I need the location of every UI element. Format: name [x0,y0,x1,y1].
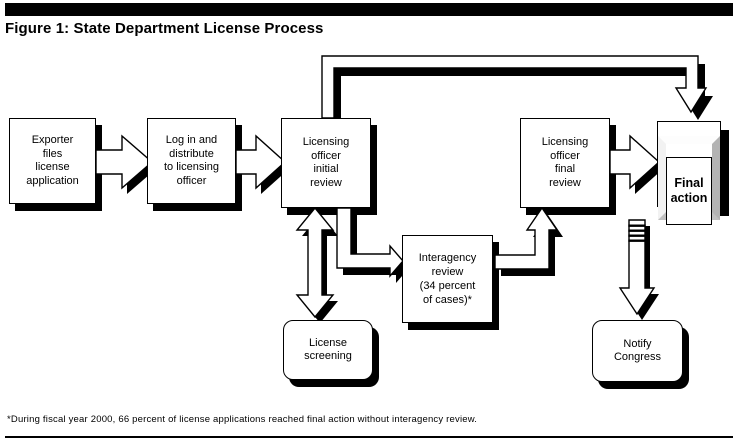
node-license-screening: License screening [283,320,373,380]
node-log-in-distribute: Log in and distribute to licensing offic… [147,118,236,204]
arrow-exporter-to-login [95,134,157,194]
figure-title: Figure 1: State Department License Proce… [5,20,324,37]
arrow-initial-review-to-interagency [336,207,409,283]
stripe-3 [628,234,646,237]
stripe-4 [628,239,646,242]
node-licensing-officer-initial-review: Licensing officer initial review [281,118,371,208]
final-action-label: Final action [666,157,712,225]
arrow-initial-review-bypass-to-final-action [321,55,713,126]
node-licensing-officer-final-review: Licensing officer final review [520,118,610,208]
final-action-bevel-frame: Final action [658,135,720,225]
node-interagency-review: Interagency review (34 percent of cases)… [402,235,493,323]
arrow-interagency-to-final-review [494,206,563,276]
node-notify-congress: Notify Congress [592,320,683,382]
stripe-1 [628,224,646,227]
node-final-action: Final action [657,121,721,225]
stripe-2 [628,229,646,232]
figure-bottom-rule [5,436,733,438]
arrow-final-review-to-final-action [609,134,664,194]
title-top-rule [5,3,733,16]
figure-footnote: *During fiscal year 2000, 66 percent of … [7,414,478,425]
arrow-final-action-to-notify-congress [618,219,659,320]
node-exporter-files-application: Exporter files license application [9,118,96,204]
arrow-initial-review-license-screening-double [295,206,338,323]
arrow-login-to-initial-review [235,134,290,194]
